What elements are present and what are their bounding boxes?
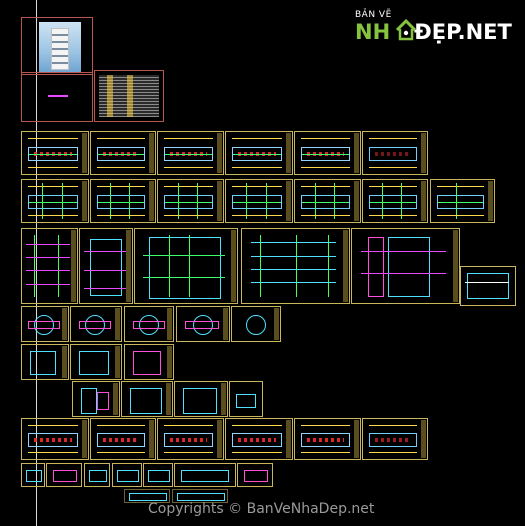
- sheet-mep-plan-5[interactable]: [294, 418, 361, 460]
- sheet-axis-plan-4[interactable]: [225, 179, 293, 223]
- cover-sheet-rendering[interactable]: [21, 17, 93, 75]
- sheet-section-2[interactable]: [351, 228, 460, 304]
- sheet-plan-5[interactable]: [294, 131, 361, 175]
- sheet-small-detail-4[interactable]: [112, 463, 142, 487]
- sheet-legend[interactable]: [460, 266, 516, 306]
- sheet-small-detail-2[interactable]: [46, 463, 82, 487]
- sheet-plan-6[interactable]: [362, 131, 428, 175]
- sheet-plan-2[interactable]: [90, 131, 156, 175]
- sheet-axis-plan-5[interactable]: [294, 179, 361, 223]
- sheet-elevation-1[interactable]: [21, 228, 78, 304]
- sheet-small-detail-3[interactable]: [84, 463, 110, 487]
- sheet-small-detail-5[interactable]: [143, 463, 173, 487]
- cover-sheet-title[interactable]: [21, 72, 93, 122]
- sheet-detail-6[interactable]: [21, 344, 69, 380]
- sheet-plan-3[interactable]: [157, 131, 224, 175]
- sheet-detail-8[interactable]: [124, 344, 174, 380]
- sheet-small-detail-1[interactable]: [21, 463, 45, 487]
- sheet-mep-plan-6[interactable]: [362, 418, 428, 460]
- sheet-elevation-2[interactable]: [79, 228, 133, 304]
- logo-brand-right: ĐẸP.NET: [414, 20, 512, 44]
- sheet-detail-9[interactable]: [72, 381, 120, 417]
- sheet-detail-10[interactable]: [121, 381, 173, 417]
- copyright-watermark: Copyrights © BanVeNhaDep.net: [148, 501, 375, 517]
- sheet-axis-plan-1[interactable]: [21, 179, 89, 223]
- sheet-plan-4[interactable]: [225, 131, 293, 175]
- sheet-mep-plan-3[interactable]: [157, 418, 224, 460]
- sheet-mep-plan-1[interactable]: [21, 418, 89, 460]
- sheet-axis-plan-7[interactable]: [430, 179, 495, 223]
- sheet-site-plan[interactable]: [134, 228, 238, 304]
- sheet-small-detail-6[interactable]: [174, 463, 236, 487]
- sheet-detail-7[interactable]: [70, 344, 122, 380]
- cover-sheet-index-table[interactable]: [94, 70, 164, 122]
- logo-brand-left: NH: [355, 20, 391, 44]
- sheet-small-detail-7[interactable]: [237, 463, 273, 487]
- sheet-detail-2[interactable]: [70, 306, 122, 342]
- sheet-mep-plan-2[interactable]: [90, 418, 156, 460]
- logo-brand: NH ĐẸP.NET: [355, 20, 512, 44]
- sheet-detail-4[interactable]: [176, 306, 230, 342]
- sheet-plan-1[interactable]: [21, 131, 89, 175]
- sheet-detail-5[interactable]: [231, 306, 281, 342]
- sheet-small-detail-9[interactable]: [172, 489, 228, 503]
- sheet-detail-12[interactable]: [229, 381, 263, 417]
- sheet-small-detail-8[interactable]: [124, 489, 170, 503]
- house-icon: [395, 19, 417, 41]
- building-rendering-image: [39, 22, 81, 72]
- sheet-axis-plan-6[interactable]: [362, 179, 428, 223]
- sheet-detail-11[interactable]: [174, 381, 228, 417]
- sheet-mep-plan-4[interactable]: [225, 418, 293, 460]
- construction-line: [36, 0, 37, 526]
- sheet-detail-3[interactable]: [124, 306, 174, 342]
- sheet-detail-1[interactable]: [21, 306, 69, 342]
- logo-top-text: BẢN VẼ: [355, 10, 392, 20]
- sheet-section-1[interactable]: [241, 228, 350, 304]
- sheet-axis-plan-2[interactable]: [90, 179, 156, 223]
- site-logo[interactable]: BẢN VẼ NH ĐẸP.NET: [355, 10, 520, 46]
- sheet-axis-plan-3[interactable]: [157, 179, 224, 223]
